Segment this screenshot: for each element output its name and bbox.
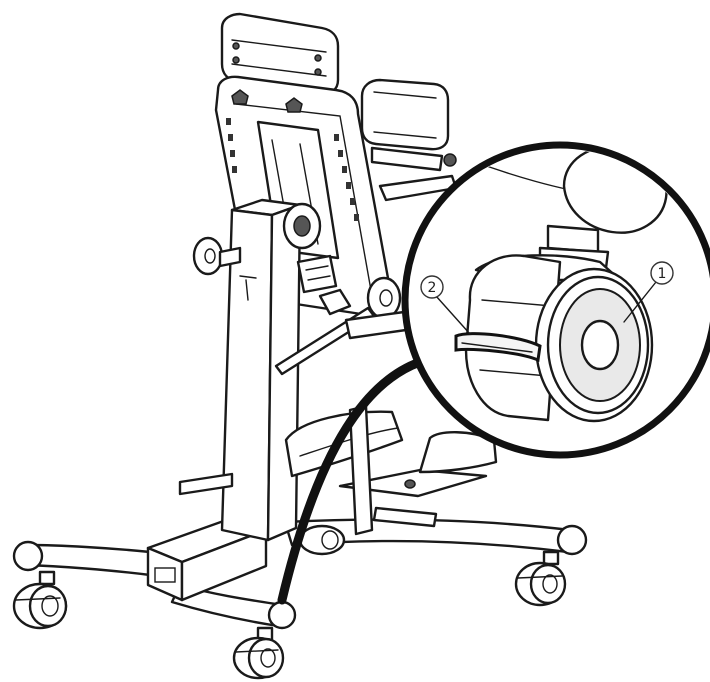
callout-2: 2 [420, 275, 444, 299]
caster-right [514, 550, 567, 607]
caster-left [12, 570, 68, 630]
side-pad [360, 78, 458, 202]
mechanism [192, 202, 408, 376]
callout-1: 1 [650, 261, 674, 285]
callout-1-number: 1 [658, 266, 667, 282]
base-frame [12, 516, 588, 630]
callout-2-number: 2 [428, 280, 437, 296]
callout-leader [277, 357, 425, 605]
zoom-detail: 1 2 [401, 141, 710, 459]
foot-plates [284, 404, 498, 536]
caster-center [298, 524, 346, 556]
caster-bottom [232, 626, 285, 680]
